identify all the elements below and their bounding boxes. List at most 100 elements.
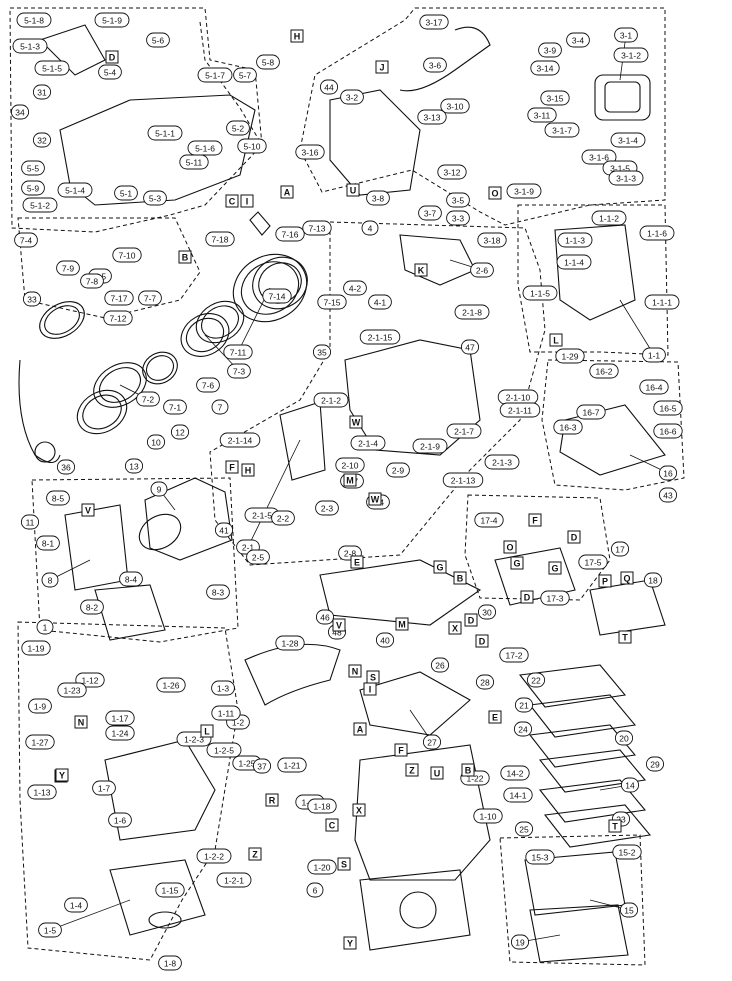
callout-bubble bbox=[578, 554, 608, 570]
callout-bubble bbox=[36, 535, 60, 551]
callout-26: 26 bbox=[430, 657, 450, 673]
callout-text: 1-6 bbox=[114, 815, 127, 825]
marker-letter: D bbox=[468, 615, 475, 625]
callout-2-1-4: 2-1-4 bbox=[350, 435, 386, 451]
callout-text: 5-6 bbox=[152, 35, 165, 45]
callout-bubble bbox=[38, 922, 62, 938]
callout-text: 7-16 bbox=[281, 229, 298, 239]
callout-text: 2-3 bbox=[321, 503, 334, 513]
callout-bubble bbox=[614, 730, 634, 746]
marker-e: E bbox=[488, 710, 502, 724]
marker-box bbox=[549, 333, 563, 347]
callout-bubble bbox=[98, 64, 122, 80]
callout-text: 3-18 bbox=[483, 235, 500, 245]
callout-31: 31 bbox=[32, 84, 52, 100]
callout-text: 2-1-9 bbox=[420, 441, 440, 451]
marker-box bbox=[353, 722, 367, 736]
marker-n: N bbox=[74, 715, 88, 729]
callout-17-4: 17-4 bbox=[474, 512, 504, 528]
callout-text: 1-21 bbox=[283, 760, 300, 770]
marker-m: M bbox=[395, 617, 409, 631]
callout-text: 2-10 bbox=[341, 460, 358, 470]
callout-5-1: 5-1 bbox=[114, 185, 138, 201]
callout-8-4: 8-4 bbox=[119, 571, 143, 587]
callout-1-2-2: 1-2-2 bbox=[196, 848, 232, 864]
callout-bubble bbox=[589, 363, 619, 379]
marker-box bbox=[620, 571, 634, 585]
callout-text: 2-2 bbox=[277, 513, 290, 523]
marker-letter: X bbox=[452, 623, 458, 633]
callout-bubble bbox=[556, 254, 592, 270]
marker-box bbox=[225, 194, 239, 208]
group-outline-4 bbox=[517, 204, 669, 356]
marker-v: V bbox=[81, 503, 95, 517]
callout-33: 33 bbox=[22, 291, 42, 307]
callout-20: 20 bbox=[614, 730, 634, 746]
callout-text: 1 bbox=[43, 622, 48, 632]
callout-3-1: 3-1 bbox=[614, 27, 638, 43]
callout-text: 3-1 bbox=[620, 30, 633, 40]
callout-text: 3-1-2 bbox=[621, 50, 641, 60]
callout-text: 23 bbox=[616, 814, 626, 824]
callout-bubble bbox=[219, 432, 261, 448]
callout-2-1-13: 2-1-13 bbox=[442, 472, 484, 488]
marker-box bbox=[464, 613, 478, 627]
callout-text: 3-1-5 bbox=[610, 163, 630, 173]
marker-box bbox=[337, 857, 351, 871]
lens-ring-inner-7 bbox=[82, 394, 122, 430]
marker-letter: A bbox=[284, 187, 291, 197]
callout-bubble bbox=[366, 190, 390, 206]
callout-3-1-6: 3-1-6 bbox=[581, 149, 617, 165]
callout-bubble bbox=[639, 225, 675, 241]
callout-25: 25 bbox=[514, 821, 534, 837]
marker-d: D bbox=[567, 530, 581, 544]
callout-3-9: 3-9 bbox=[538, 42, 562, 58]
callout-bubble bbox=[94, 12, 130, 28]
callout-bubble bbox=[196, 377, 220, 393]
callout-3-12: 3-12 bbox=[437, 164, 467, 180]
deck-drum bbox=[399, 891, 437, 929]
marker-letter: G bbox=[551, 563, 558, 573]
callout-text: 7-17 bbox=[110, 293, 127, 303]
callout-bubble bbox=[499, 402, 541, 418]
callout-text: 3-1-3 bbox=[616, 173, 636, 183]
callout-bubble bbox=[375, 632, 395, 648]
group-outline-2 bbox=[17, 217, 201, 319]
marker-letter: D bbox=[479, 636, 486, 646]
callout-text: 16-6 bbox=[659, 426, 676, 436]
callout-bubble bbox=[22, 197, 58, 213]
callout-text: 27 bbox=[427, 737, 437, 747]
top-unit-2-6 bbox=[399, 234, 476, 286]
callout-29: 29 bbox=[645, 756, 665, 772]
callout-text: 28 bbox=[480, 677, 490, 687]
callout-16-7: 16-7 bbox=[576, 404, 606, 420]
callout-1-13: 1-13 bbox=[27, 784, 57, 800]
callout-text: 32 bbox=[37, 135, 47, 145]
callout-text: 2-1-11 bbox=[508, 405, 532, 415]
callout-text: 46 bbox=[320, 612, 330, 622]
marker-letter: H bbox=[245, 465, 252, 475]
callout-17-2: 17-2 bbox=[499, 647, 529, 663]
marker-letter: O bbox=[491, 188, 498, 198]
callout-text: 1-9 bbox=[34, 701, 47, 711]
marker-t: T bbox=[608, 819, 622, 833]
marker-letter: N bbox=[78, 717, 85, 727]
callout-text: 3-12 bbox=[443, 167, 460, 177]
callout-bubble bbox=[16, 12, 52, 28]
callout-1-19: 1-19 bbox=[21, 640, 51, 656]
callout-bubble bbox=[34, 60, 70, 76]
marker-letter: F bbox=[398, 745, 404, 755]
callout-1-4: 1-4 bbox=[64, 897, 88, 913]
callout-1-6: 1-6 bbox=[108, 812, 132, 828]
callout-2-1-15: 2-1-15 bbox=[359, 329, 401, 345]
callout-bubble bbox=[350, 435, 386, 451]
marker-box bbox=[81, 503, 95, 517]
callout-bubble bbox=[226, 120, 250, 136]
marker-box bbox=[200, 724, 214, 738]
marker-box bbox=[368, 492, 382, 506]
callout-bubble bbox=[36, 619, 54, 635]
marker-d: D bbox=[475, 634, 489, 648]
callout-text: 48 bbox=[332, 627, 342, 637]
callout-bubble bbox=[500, 765, 530, 781]
callout-text: 5-5 bbox=[27, 163, 40, 173]
